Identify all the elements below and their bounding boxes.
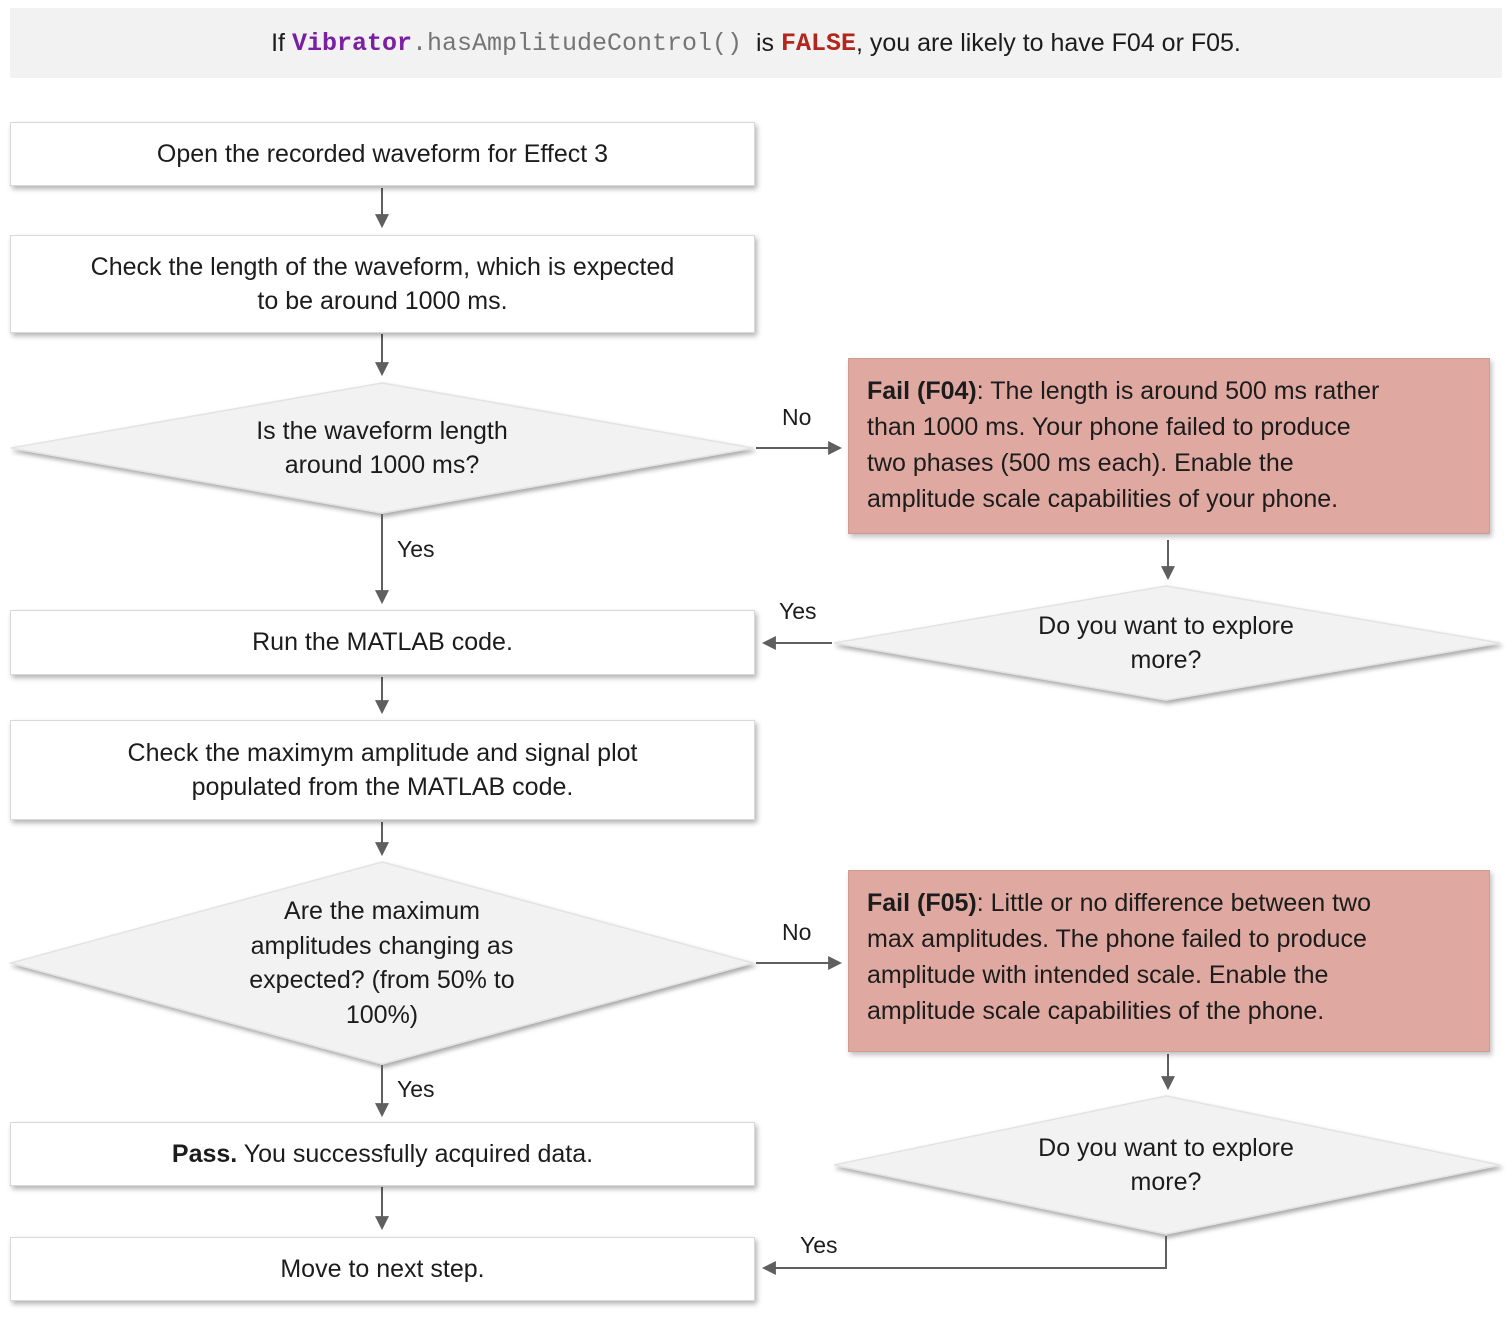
banner-false-token: FALSE — [780, 28, 856, 58]
fail-f04-box: Fail (F04): The length is around 500 ms … — [848, 358, 1490, 534]
step-move-next-label: Move to next step. — [280, 1254, 485, 1283]
fail-f04-title: Fail (F04) — [867, 377, 977, 405]
edge-label-yes-explore1: Yes — [779, 598, 817, 624]
edge-label-yes-decision2: Yes — [397, 1076, 435, 1102]
banner-code-object: Vibrator — [291, 28, 412, 58]
step-check-amplitude-label: Check the maximym amplitude and signal p… — [127, 738, 638, 802]
explore-more-text-2: Do you want to explore more? — [1038, 1133, 1294, 1197]
step-run-matlab-label: Run the MATLAB code. — [252, 628, 513, 657]
explore-more-diamond-1 — [833, 585, 1501, 701]
fail-f05-text: : Little or no difference between two ma… — [867, 889, 1371, 1025]
fail-f05-title: Fail (F05) — [867, 889, 977, 917]
step-check-amplitude-box: Check the maximym amplitude and signal p… — [10, 720, 755, 820]
decision-amplitudes-diamond — [8, 861, 756, 1065]
pass-label: Pass. You successfully acquired data. — [172, 1137, 593, 1172]
step-run-matlab-box: Run the MATLAB code. — [10, 610, 755, 675]
pass-box: Pass. You successfully acquired data. — [10, 1122, 755, 1186]
banner-code-method: .hasAmplitudeControl() — [411, 28, 743, 58]
banner-prefix: If — [271, 28, 292, 57]
decision-amplitudes-text: Are the maximum amplitudes changing as e… — [249, 897, 515, 1029]
fail-f05-box: Fail (F05): Little or no difference betw… — [848, 870, 1490, 1052]
explore-more-text-1: Do you want to explore more? — [1038, 611, 1294, 675]
step-check-length-label: Check the length of the waveform, which … — [90, 252, 675, 316]
explore-more-diamond-2 — [833, 1095, 1501, 1235]
decision-waveform-length-diamond — [10, 382, 754, 514]
edge-label-yes-decision1: Yes — [397, 536, 435, 562]
step-open-waveform-box: Open the recorded waveform for Effect 3 — [10, 122, 755, 186]
banner-suffix: , you are likely to have F04 or F05. — [855, 28, 1241, 57]
edge-label-no-decision2: No — [782, 919, 812, 945]
banner-connector: is — [742, 28, 781, 57]
pass-label-bold: Pass. — [171, 1139, 238, 1168]
header-banner: If Vibrator.hasAmplitudeControl() is FAL… — [10, 8, 1502, 78]
step-check-length-box: Check the length of the waveform, which … — [10, 235, 755, 333]
decision-waveform-length-text: Is the waveform length around 1000 ms? — [256, 416, 508, 480]
fail-f04-text: : The length is around 500 ms rather tha… — [867, 377, 1380, 513]
step-open-waveform-label: Open the recorded waveform for Effect 3 — [156, 139, 609, 168]
edge-label-no-decision1: No — [782, 404, 812, 430]
arrow-explore2-yes-to-final — [761, 1236, 1167, 1275]
step-move-next-box: Move to next step. — [10, 1237, 755, 1301]
edge-label-yes-explore2: Yes — [800, 1232, 838, 1258]
pass-label-rest: You successfully acquired data. — [237, 1139, 594, 1168]
